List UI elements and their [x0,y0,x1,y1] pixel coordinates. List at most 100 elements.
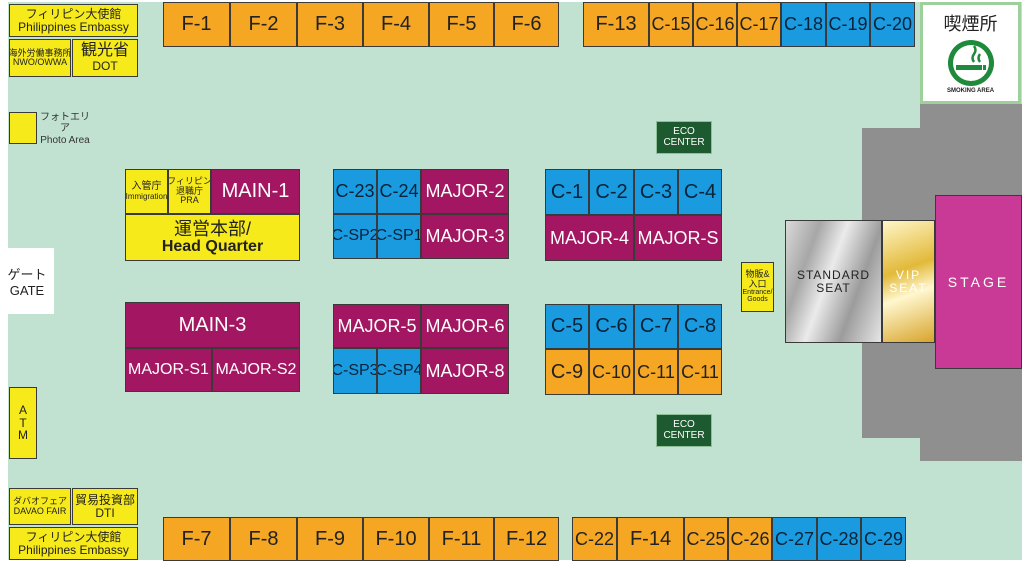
standard-label-2: SEAT [816,280,851,295]
booth-f-9[interactable]: F-9 [297,517,363,561]
booth-c-11a[interactable]: C-11 [634,349,678,395]
booth-c-23[interactable]: C-23 [333,169,377,214]
nwo-jp-label: 海外労働事務所 [9,47,71,58]
booth-f-4[interactable]: F-4 [363,2,429,47]
booth-major-s1[interactable]: MAJOR-S1 [125,348,212,392]
immigration-en: Immigration [125,191,168,201]
booth-c-10[interactable]: C-10 [589,349,634,395]
booth-f-7[interactable]: F-7 [163,517,230,561]
davao-fair-booth[interactable]: ダバオフェア DAVAO FAIR [9,488,71,525]
nwo-en-label: NWO/OWWA [12,57,68,67]
pra-jp2: 退職庁 [175,185,203,196]
booth-main-1[interactable]: MAIN-1 [211,169,300,214]
booth-f-10[interactable]: F-10 [363,517,429,561]
booth-c-22[interactable]: C-22 [572,517,617,561]
booth-f-13[interactable]: F-13 [583,2,649,47]
booth-c-2[interactable]: C-2 [589,169,634,215]
booth-c-3[interactable]: C-3 [634,169,678,215]
booth-f-5[interactable]: F-5 [429,2,494,47]
booth-c-18[interactable]: C-18 [781,2,826,47]
booth-c-7[interactable]: C-7 [634,304,678,349]
goods-jp1: 物販& [745,269,770,280]
booth-major-5[interactable]: MAJOR-5 [333,304,421,348]
immigration-jp: 入管庁 [131,181,162,193]
booth-c-27[interactable]: C-27 [772,517,817,561]
smoking-area[interactable]: 喫煙所 SMOKING AREA [920,2,1021,104]
booth-f-8[interactable]: F-8 [230,517,297,561]
gate-en: GATE [9,283,45,298]
immigration-booth[interactable]: 入管庁 Immigration [125,169,168,214]
vip-seat-area[interactable]: VIP SEAT [882,220,935,343]
atm-booth[interactable]: A T M [9,387,37,459]
booth-c-9[interactable]: C-9 [545,349,589,395]
embassy-jp-label: フィリピン大使館 [25,6,122,21]
standard-seat-area[interactable]: STANDARD SEAT [785,220,882,343]
booth-c-8[interactable]: C-8 [678,304,722,349]
booth-c-sp1[interactable]: C-SP1 [377,214,421,259]
embassy-booth-bottom[interactable]: フィリピン大使館 Philippines Embassy [9,527,138,560]
photo-area-label: フォトエリア Photo Area [40,112,90,146]
dti-jp-label: 貿易投資部 [74,492,135,507]
booth-f-1[interactable]: F-1 [163,2,230,47]
gate-jp: ゲート [7,267,47,282]
booth-f-14[interactable]: F-14 [617,517,684,561]
booth-c-25[interactable]: C-25 [684,517,728,561]
booth-major-s[interactable]: MAJOR-S [634,215,722,261]
dot-booth[interactable]: 観光省 DOT [72,39,138,77]
eco-top-line2: CENTER [663,136,705,148]
goods-entrance[interactable]: 物販& 入口 Entrance/ Goods [741,262,774,312]
booth-c-6[interactable]: C-6 [589,304,634,349]
booth-c-sp3[interactable]: C-SP3 [333,348,377,394]
dti-booth[interactable]: 貿易投資部 DTI [72,488,138,525]
pra-jp1: フィリピン [168,176,211,187]
booth-c-15[interactable]: C-15 [649,2,693,47]
booth-major-3[interactable]: MAJOR-3 [421,214,509,259]
dti-en-label: DTI [95,505,115,520]
eco-top-line1: ECO [673,126,695,137]
eco-center-bottom[interactable]: ECO CENTER [656,414,712,447]
nwo-owwa-booth[interactable]: 海外労働事務所 NWO/OWWA [9,39,71,77]
booth-major-6[interactable]: MAJOR-6 [421,304,509,348]
booth-c-5[interactable]: C-5 [545,304,589,349]
booth-c-17[interactable]: C-17 [737,2,781,47]
standard-label-1: STANDARD [796,267,871,282]
booth-c-28[interactable]: C-28 [817,517,861,561]
booth-f-12[interactable]: F-12 [494,517,559,561]
booth-f-3[interactable]: F-3 [297,2,363,47]
pra-booth[interactable]: フィリピン 退職庁 PRA [168,169,211,214]
booth-c-24[interactable]: C-24 [377,169,421,214]
booth-c-4[interactable]: C-4 [678,169,722,215]
vip-label-1: VIP [895,267,922,282]
booth-c-26[interactable]: C-26 [728,517,772,561]
atm-letter-a: A [18,403,27,418]
booth-c-sp2[interactable]: C-SP2 [333,214,377,259]
goods-en2: Goods [747,296,768,304]
smoking-icon [947,40,994,86]
booth-f-2[interactable]: F-2 [230,2,297,47]
booth-major-2[interactable]: MAJOR-2 [421,169,509,214]
head-quarter[interactable]: 運営本部/ Head Quarter [125,214,300,261]
booth-c-11b[interactable]: C-11 [678,349,722,395]
booth-main-3[interactable]: MAIN-3 [125,302,300,348]
booth-c-19[interactable]: C-19 [826,2,870,47]
goods-jp2: 入口 [748,278,767,289]
embassy-bottom-en: Philippines Embassy [18,542,129,557]
booth-c-1[interactable]: C-1 [545,169,589,215]
photo-area-marker[interactable] [9,112,37,144]
stage[interactable]: STAGE [935,195,1022,369]
goods-en1: Entrance/ [742,289,773,297]
photo-area-en: Photo Area [40,134,90,146]
booth-f-11[interactable]: F-11 [429,517,494,561]
booth-f-6[interactable]: F-6 [494,2,559,47]
embassy-booth-top[interactable]: フィリピン大使館 Philippines Embassy [9,4,138,37]
booth-c-sp4[interactable]: C-SP4 [377,348,421,394]
booth-c-20[interactable]: C-20 [870,2,915,47]
booth-c-29[interactable]: C-29 [861,517,906,561]
dot-jp-label: 観光省 [80,42,129,60]
booth-major-s2[interactable]: MAJOR-S2 [212,348,300,392]
booth-major-4[interactable]: MAJOR-4 [545,215,634,261]
eco-center-top[interactable]: ECO CENTER [656,121,712,154]
booth-c-16[interactable]: C-16 [693,2,737,47]
booth-major-8[interactable]: MAJOR-8 [421,348,509,394]
gate[interactable]: ゲート GATE [0,248,54,314]
